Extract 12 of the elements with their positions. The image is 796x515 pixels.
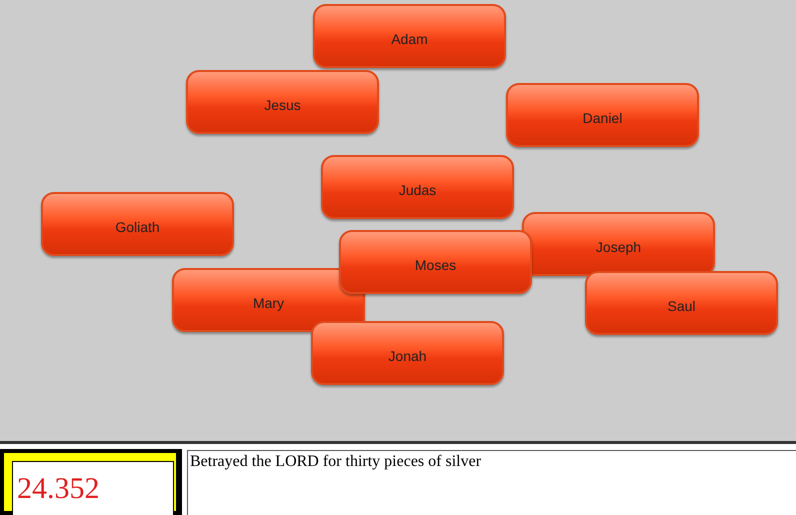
name-button: Moses xyxy=(339,230,532,294)
name-button: Adam xyxy=(313,4,506,68)
name-button: Jesus xyxy=(186,70,379,134)
name-button: Joseph xyxy=(522,212,715,276)
score-value: 24.352 xyxy=(12,461,174,515)
name-button: Goliath xyxy=(41,192,234,256)
clue-text: Betrayed the LORD for thirty pieces of silver xyxy=(187,450,796,515)
name-button: Mary xyxy=(172,268,365,332)
name-button: Saul xyxy=(585,271,778,335)
name-button: Judas xyxy=(321,155,514,219)
name-button: Daniel xyxy=(506,83,699,147)
name-button: Jonah xyxy=(311,321,504,385)
